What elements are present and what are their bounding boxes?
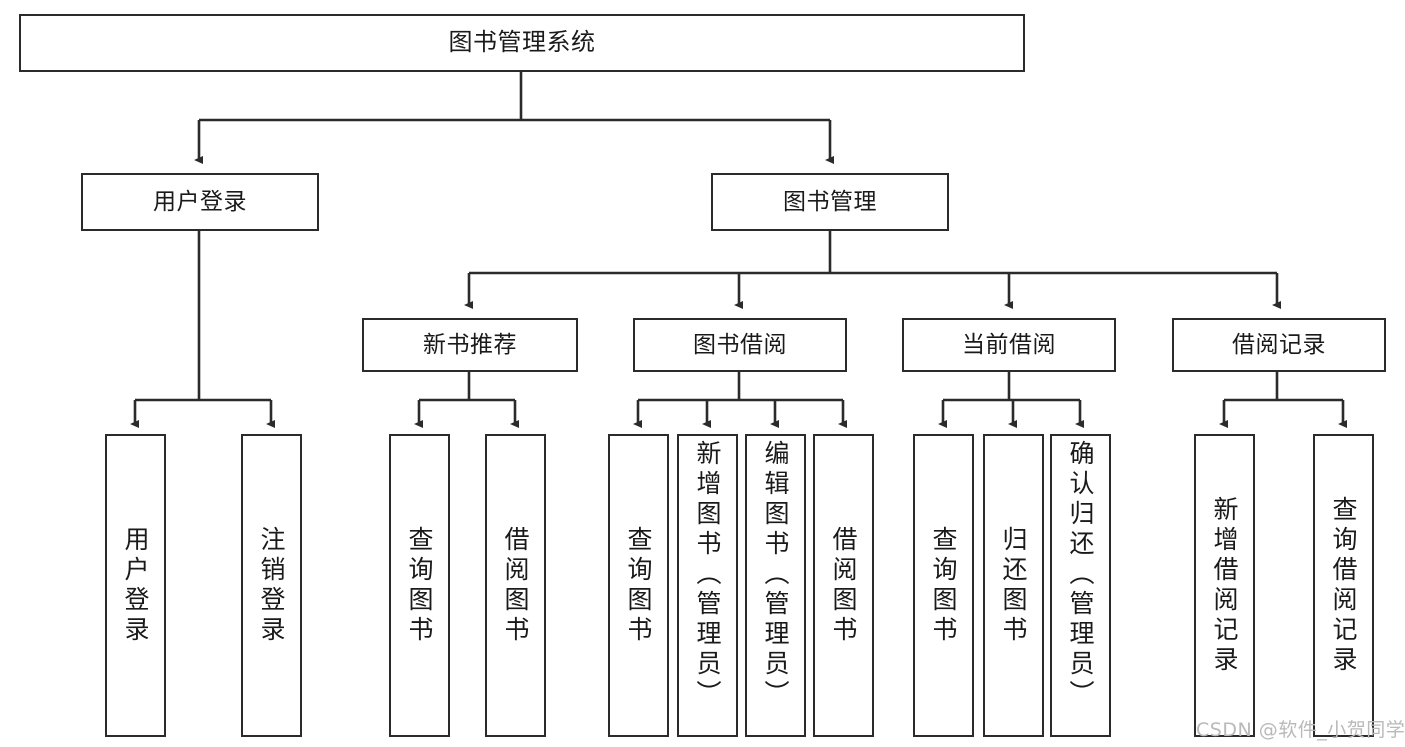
leaf-query-book-2[interactable]: 查询图书 bbox=[608, 434, 669, 737]
leaf-logout-login[interactable]: 注销登录 bbox=[241, 434, 302, 737]
csdn-watermark: CSDN @软件_小贺同学 bbox=[1196, 719, 1405, 741]
node-label: 查询借阅记录 bbox=[1329, 495, 1358, 676]
leaf-borrow-book-1[interactable]: 借阅图书 bbox=[485, 434, 546, 737]
leaf-user-login[interactable]: 用户登录 bbox=[105, 434, 166, 737]
leaf-return-book[interactable]: 归还图书 bbox=[983, 434, 1044, 737]
leaf-add-book-admin[interactable]: 新增图书（管理员） bbox=[677, 434, 738, 737]
node-current-borrow[interactable]: 当前借阅 bbox=[902, 318, 1116, 372]
node-label: 用户登录 bbox=[153, 188, 247, 215]
node-label: 新增图书（管理员） bbox=[693, 440, 722, 710]
node-label: 确认归还（管理员） bbox=[1066, 440, 1095, 710]
leaf-query-borrow-record[interactable]: 查询借阅记录 bbox=[1313, 434, 1374, 737]
node-label: 查询图书 bbox=[405, 525, 434, 646]
node-label: 注销登录 bbox=[257, 525, 286, 646]
node-label: 借阅记录 bbox=[1232, 331, 1326, 358]
leaf-confirm-return-admin[interactable]: 确认归还（管理员） bbox=[1050, 434, 1111, 737]
leaf-add-borrow-record[interactable]: 新增借阅记录 bbox=[1194, 434, 1255, 737]
node-label: 图书借阅 bbox=[693, 331, 787, 358]
node-label: 用户登录 bbox=[121, 525, 150, 646]
node-label: 图书管理系统 bbox=[448, 28, 596, 57]
node-label: 查询图书 bbox=[624, 525, 653, 646]
node-label: 借阅图书 bbox=[501, 525, 530, 646]
node-book-borrow[interactable]: 图书借阅 bbox=[633, 318, 847, 372]
leaf-borrow-book-2[interactable]: 借阅图书 bbox=[813, 434, 874, 737]
leaf-query-book-1[interactable]: 查询图书 bbox=[389, 434, 450, 737]
node-user-login[interactable]: 用户登录 bbox=[81, 173, 319, 231]
node-label: 新书推荐 bbox=[423, 331, 517, 358]
node-root-book-management-system[interactable]: 图书管理系统 bbox=[19, 14, 1025, 72]
node-book-management[interactable]: 图书管理 bbox=[711, 173, 949, 231]
node-label: 借阅图书 bbox=[829, 525, 858, 646]
node-label: 新增借阅记录 bbox=[1210, 495, 1239, 676]
node-label: 图书管理 bbox=[783, 188, 877, 215]
node-borrow-record[interactable]: 借阅记录 bbox=[1172, 318, 1386, 372]
leaf-edit-book-admin[interactable]: 编辑图书（管理员） bbox=[745, 434, 806, 737]
node-label: 当前借阅 bbox=[962, 331, 1056, 358]
node-label: 归还图书 bbox=[999, 525, 1028, 646]
leaf-query-book-3[interactable]: 查询图书 bbox=[913, 434, 974, 737]
node-new-book-recommend[interactable]: 新书推荐 bbox=[362, 318, 578, 372]
node-label: 查询图书 bbox=[929, 525, 958, 646]
node-label: 编辑图书（管理员） bbox=[761, 440, 790, 710]
